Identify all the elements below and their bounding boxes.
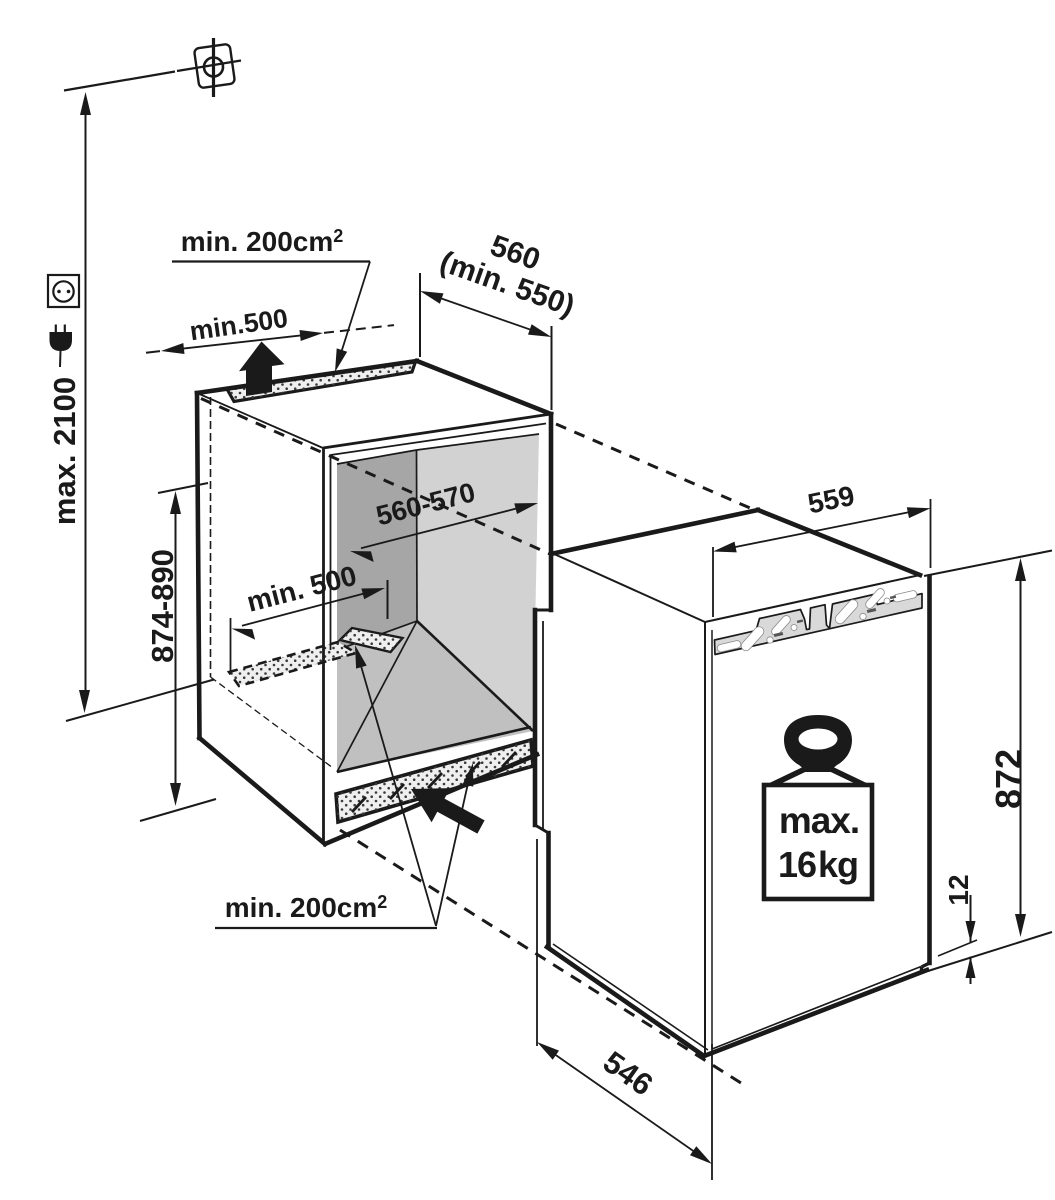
svg-text:874-890: 874-890	[145, 549, 180, 663]
svg-text:872: 872	[988, 749, 1029, 809]
svg-text:max. 2100: max. 2100	[47, 377, 82, 525]
svg-text:min. 200cm2: min. 200cm2	[181, 226, 344, 257]
svg-text:min. 200cm2: min. 200cm2	[225, 892, 388, 923]
svg-text:max.: max.	[779, 800, 859, 841]
svg-text:16kg: 16kg	[778, 844, 858, 885]
svg-text:12: 12	[943, 874, 974, 905]
